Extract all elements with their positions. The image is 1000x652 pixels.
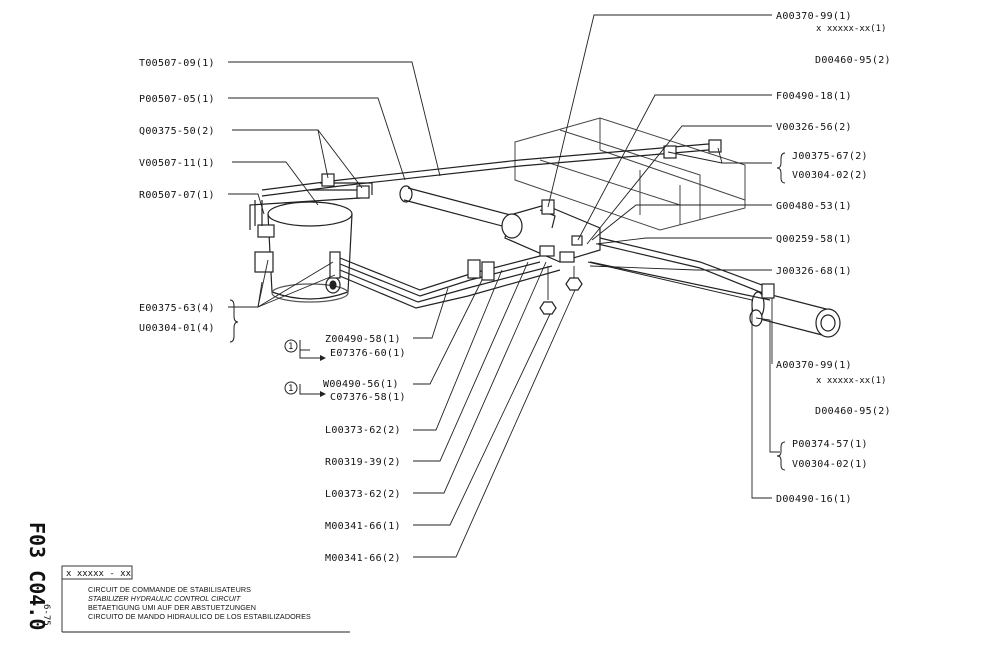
label-e00375-63: E00375-63(4) [139, 303, 215, 314]
stabilizer-cylinder-front [749, 283, 841, 338]
note-marker-2-text: 1 [288, 384, 293, 394]
label-xxxxx-bottom: x xxxxx-xx(1) [816, 376, 886, 386]
label-q00259-58: Q00259-58(1) [776, 234, 852, 245]
label-g00480-53: G00480-53(1) [776, 201, 852, 212]
label-a00370-99-bottom: A00370-99(1) [776, 360, 852, 371]
label-f00490-18: F00490-18(1) [776, 91, 852, 102]
label-r00319-39: R00319-39(2) [325, 457, 401, 468]
note-marker-2 [284, 381, 298, 395]
label-j00326-68: J00326-68(1) [776, 266, 852, 277]
label-xxxxx-top: x xxxxx-xx(1) [816, 24, 886, 34]
label-m00341-66-a: M00341-66(1) [325, 521, 401, 532]
title-de: BETAETIGUNG UMI AUF DER ABSTUETZUNGEN [88, 603, 256, 612]
labels-bottom: Z00490-58(1) E07376-60(1) W00490-56(1) C… [323, 334, 406, 564]
drawing-code: F03 C04.0 [25, 522, 49, 630]
upper-pipes [249, 142, 721, 230]
title-en: STABILIZER HYDRAULIC CONTROL CIRCUIT [88, 594, 241, 603]
title-fr: CIRCUIT DE COMMANDE DE STABILISATEURS [88, 585, 251, 594]
revision-box: x xxxxx - xx [66, 569, 132, 579]
label-q00375-50: Q00375-50(2) [139, 126, 215, 137]
label-z00490-58: Z00490-58(1) [325, 334, 401, 345]
label-a00370-99-top: A00370-99(1) [776, 11, 852, 22]
hydraulic-tank [254, 201, 353, 303]
label-d00490-16: D00490-16(1) [776, 494, 852, 505]
label-r00507-07: R00507-07(1) [139, 190, 215, 201]
leader-lines [228, 14, 780, 558]
labels-right: A00370-99(1) x xxxxx-xx(1) D00460-95(2) … [776, 11, 891, 505]
hydraulic-illustration [249, 117, 841, 338]
label-e07376-60: E07376-60(1) [330, 348, 406, 359]
label-v00304-02-top: V00304-02(2) [792, 170, 868, 181]
title-block: F03 C04.0 6-75 x xxxxx - xx CIRCUIT DE C… [25, 522, 350, 633]
front-pipes [589, 237, 771, 301]
label-t00507-09: T00507-09(1) [139, 58, 215, 69]
label-d00460-95-bottom: D00460-95(2) [815, 406, 891, 417]
label-w00490-56: W00490-56(1) [323, 379, 399, 390]
group-braces [229, 152, 786, 471]
label-u00304-01: U00304-01(4) [139, 323, 215, 334]
title-es: CIRCUITO DE MANDO HIDRAULICO DE LOS ESTA… [88, 612, 311, 621]
note-marker-1-text: 1 [288, 342, 293, 352]
label-v00326-56: V00326-56(2) [776, 122, 852, 133]
label-p00507-05: P00507-05(1) [139, 94, 215, 105]
label-l00373-62-b: L00373-62(2) [325, 489, 401, 500]
pipe-fittings [321, 139, 722, 215]
label-c07376-58: C07376-58(1) [330, 392, 406, 403]
control-valve [501, 204, 601, 315]
arrow-note2 [320, 391, 326, 397]
label-j00375-67: J00375-67(2) [792, 151, 868, 162]
arrow-note1 [320, 355, 326, 361]
label-p00374-57: P00374-57(1) [792, 439, 868, 450]
label-v00304-02-bottom: V00304-02(1) [792, 459, 868, 470]
label-m00341-66-b: M00341-66(2) [325, 553, 401, 564]
label-v00507-11: V00507-11(1) [139, 158, 215, 169]
lower-pipes [329, 251, 561, 309]
label-d00460-95-top: D00460-95(2) [815, 55, 891, 66]
labels-left: T00507-09(1) P00507-05(1) Q00375-50(2) V… [139, 58, 215, 334]
note-marker-1 [284, 339, 298, 353]
revision-box-frame [61, 565, 133, 580]
label-l00373-62-a: L00373-62(2) [325, 425, 401, 436]
date-code: 6-75 [41, 604, 51, 626]
